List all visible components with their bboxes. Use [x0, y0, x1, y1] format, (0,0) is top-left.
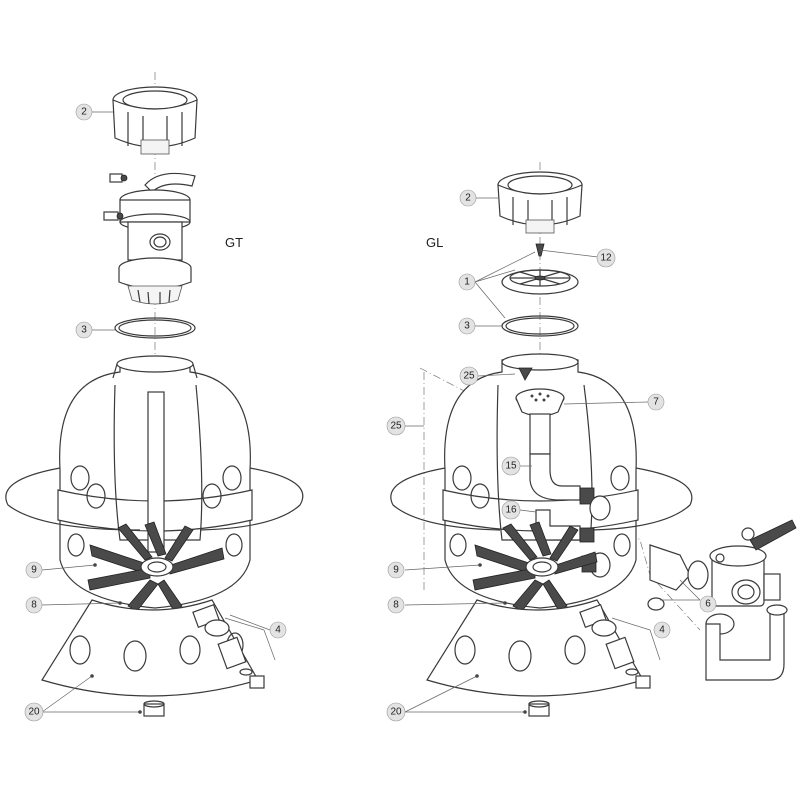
left-support-strap — [5, 467, 304, 531]
svg-text:4: 4 — [275, 625, 281, 636]
svg-text:3: 3 — [81, 325, 87, 336]
svg-text:4: 4 — [659, 625, 665, 636]
right-diffuser-cap — [501, 269, 579, 295]
svg-text:25: 25 — [463, 371, 475, 382]
svg-text:12: 12 — [600, 253, 612, 264]
svg-text:8: 8 — [31, 600, 37, 611]
callouts: 2 3 9 8 4 20 2 12 1 3 25 7 25 15 16 9 8 … — [24, 103, 717, 722]
callout-left-3: 3 — [75, 321, 93, 339]
svg-text:3: 3 — [464, 321, 470, 332]
svg-text:9: 9 — [393, 565, 399, 576]
svg-text:2: 2 — [465, 193, 471, 204]
callout-right-9: 9 — [387, 561, 405, 579]
left-laterals — [87, 521, 225, 612]
callout-right-16: 16 — [501, 500, 521, 520]
right-laterals — [472, 521, 598, 612]
left-drain-assembly — [192, 603, 276, 689]
callout-right-1: 1 — [458, 273, 476, 291]
svg-text:25: 25 — [390, 421, 402, 432]
callout-left-20: 20 — [24, 702, 44, 722]
callout-right-3: 3 — [458, 317, 476, 335]
svg-text:8: 8 — [393, 600, 399, 611]
svg-text:20: 20 — [28, 707, 40, 718]
callout-right-6: 6 — [699, 595, 717, 613]
right-drain-assembly — [579, 603, 661, 689]
left-multiport-valve — [103, 172, 196, 305]
callout-right-20: 20 — [386, 702, 406, 722]
left-clamp-nut — [112, 86, 198, 155]
right-clamp-nut — [497, 171, 583, 234]
right-filter-assembly-gl — [390, 162, 797, 717]
right-support-strap — [390, 467, 693, 531]
right-side-multiport-valve — [647, 519, 797, 681]
callout-left-2: 2 — [75, 103, 93, 121]
right-internal-pipework — [515, 388, 611, 578]
svg-text:15: 15 — [505, 461, 517, 472]
callout-left-4: 4 — [269, 621, 287, 639]
svg-text:20: 20 — [390, 707, 402, 718]
svg-text:6: 6 — [705, 599, 711, 610]
svg-text:9: 9 — [31, 565, 37, 576]
callout-left-9: 9 — [25, 561, 43, 579]
model-label-gt: GT — [225, 235, 243, 250]
callout-right-4: 4 — [653, 621, 671, 639]
left-filter-assembly-gt — [5, 72, 304, 717]
left-o-ring — [114, 317, 196, 339]
callout-left-8: 8 — [25, 596, 43, 614]
callout-right-2: 2 — [459, 189, 477, 207]
svg-text:7: 7 — [653, 397, 659, 408]
callout-right-8: 8 — [387, 596, 405, 614]
callout-right-15: 15 — [501, 456, 521, 476]
callout-right-25a: 25 — [459, 366, 479, 386]
svg-text:2: 2 — [81, 107, 87, 118]
svg-text:16: 16 — [505, 505, 517, 516]
callout-right-7: 7 — [647, 393, 665, 411]
svg-text:1: 1 — [464, 277, 470, 288]
callout-right-25b: 25 — [386, 416, 406, 436]
callout-right-12: 12 — [596, 248, 616, 268]
model-label-gl: GL — [426, 235, 443, 250]
